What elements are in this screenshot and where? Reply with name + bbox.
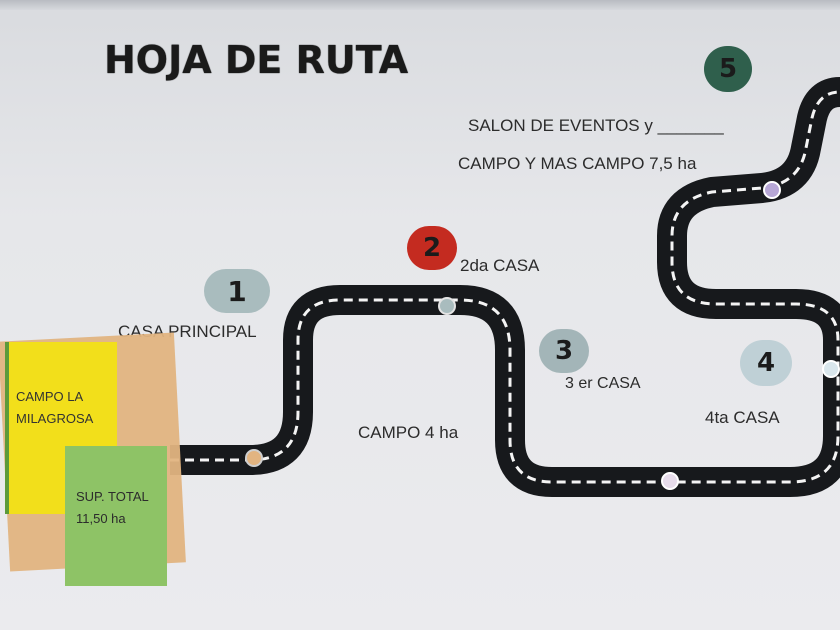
- road-stop-1: [245, 449, 263, 467]
- label-salon-eventos: SALON DE EVENTOS y _______: [468, 116, 724, 135]
- label-2da-casa: 2da CASA: [460, 256, 540, 275]
- marker-1: 1: [204, 269, 270, 313]
- road-stop-4: [822, 360, 840, 378]
- label-campo-y-mas-campo: CAMPO Y MAS CAMPO 7,5 ha: [458, 154, 697, 173]
- label-4ta-casa: 4ta CASA: [705, 408, 780, 427]
- road-stop-5: [763, 181, 781, 199]
- label-campo-4ha: CAMPO 4 ha: [358, 423, 459, 442]
- road-stop-2: [438, 297, 456, 315]
- marker-5: 5: [704, 46, 752, 92]
- marker-4: 4: [740, 340, 792, 386]
- screen-top-edge: [0, 0, 840, 10]
- marker-3: 3: [539, 329, 589, 373]
- note-sup-total: [65, 446, 167, 586]
- note-sup-total-text: SUP. TOTAL 11,50 ha: [76, 489, 149, 526]
- label-3er-casa: 3 er CASA: [565, 375, 641, 392]
- page-title: HOJA DE RUTA: [104, 38, 409, 82]
- road-stop-3: [661, 472, 679, 490]
- marker-2: 2: [407, 226, 457, 270]
- note-campo-la-milagrosa-text: CAMPO LA MILAGROSA: [16, 389, 94, 426]
